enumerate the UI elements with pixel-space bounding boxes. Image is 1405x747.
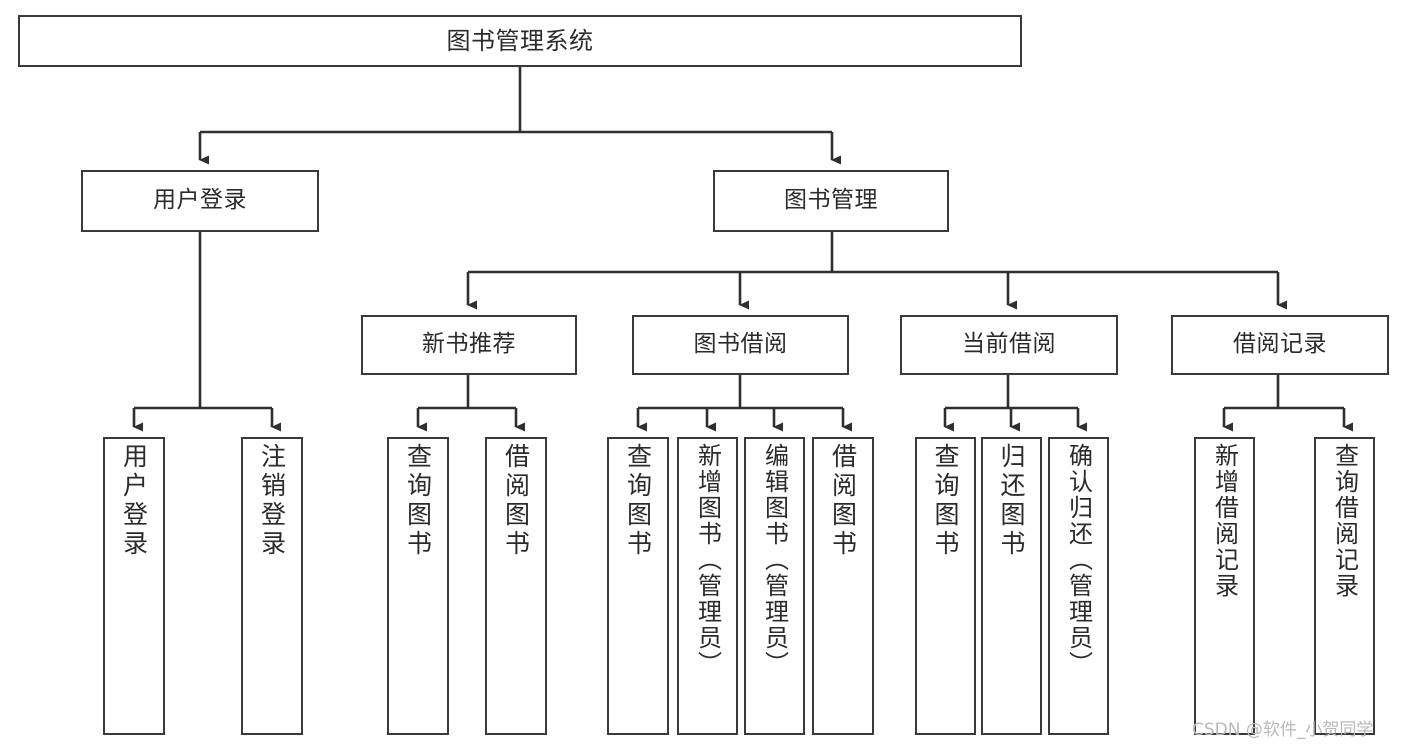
node-label: 查询图书: [403, 443, 433, 559]
node-leaf-query-book-1[interactable]: 查询图书: [387, 437, 449, 735]
node-label: 借阅图书: [828, 443, 858, 559]
node-current-borrow[interactable]: 当前借阅: [900, 315, 1118, 375]
node-label: 借阅记录: [1233, 331, 1327, 358]
node-label: 确认归还（管理员）: [1064, 443, 1093, 677]
node-label: 图书管理系统: [446, 26, 594, 55]
node-user-login[interactable]: 用户登录: [81, 170, 319, 232]
node-leaf-add-book[interactable]: 新增图书（管理员）: [677, 437, 738, 735]
node-label: 新增借阅记录: [1210, 443, 1239, 599]
node-label: 图书借阅: [693, 331, 788, 358]
node-leaf-edit-book[interactable]: 编辑图书（管理员）: [744, 437, 805, 735]
node-leaf-confirm-return[interactable]: 确认归还（管理员）: [1048, 437, 1109, 735]
node-label: 新书推荐: [422, 331, 516, 358]
node-book-borrow[interactable]: 图书借阅: [632, 315, 849, 375]
csdn-watermark: CSDN @软件_小贺同学: [1192, 720, 1374, 740]
node-root-book-management-system[interactable]: 图书管理系统: [18, 15, 1022, 67]
node-label: 图书管理: [784, 187, 878, 214]
node-leaf-query-book-2[interactable]: 查询图书: [607, 437, 669, 735]
node-label: 借阅图书: [501, 443, 531, 559]
node-label: 注销登录: [257, 443, 287, 559]
node-borrow-record[interactable]: 借阅记录: [1171, 315, 1389, 375]
node-leaf-borrow-book-2[interactable]: 借阅图书: [812, 437, 874, 735]
node-leaf-logout-login[interactable]: 注销登录: [241, 437, 303, 735]
node-label: 查询图书: [623, 443, 653, 559]
node-new-book-recommend[interactable]: 新书推荐: [361, 315, 577, 375]
node-leaf-borrow-book-1[interactable]: 借阅图书: [485, 437, 547, 735]
node-leaf-add-borrow-record[interactable]: 新增借阅记录: [1194, 437, 1255, 735]
node-label: 查询图书: [931, 443, 960, 559]
node-leaf-return-book[interactable]: 归还图书: [981, 437, 1042, 735]
node-leaf-query-book-3[interactable]: 查询图书: [915, 437, 976, 735]
node-label: 用户登录: [153, 187, 247, 214]
node-label: 用户登录: [119, 443, 149, 559]
node-leaf-user-login[interactable]: 用户登录: [103, 437, 165, 735]
node-label: 归还图书: [997, 443, 1026, 559]
node-label: 新增图书（管理员）: [693, 443, 722, 677]
node-label: 查询借阅记录: [1330, 443, 1359, 599]
node-label: 编辑图书（管理员）: [760, 443, 789, 677]
node-book-management[interactable]: 图书管理: [713, 170, 949, 232]
node-label: 当前借阅: [962, 331, 1056, 358]
node-leaf-query-borrow-record[interactable]: 查询借阅记录: [1314, 437, 1375, 735]
